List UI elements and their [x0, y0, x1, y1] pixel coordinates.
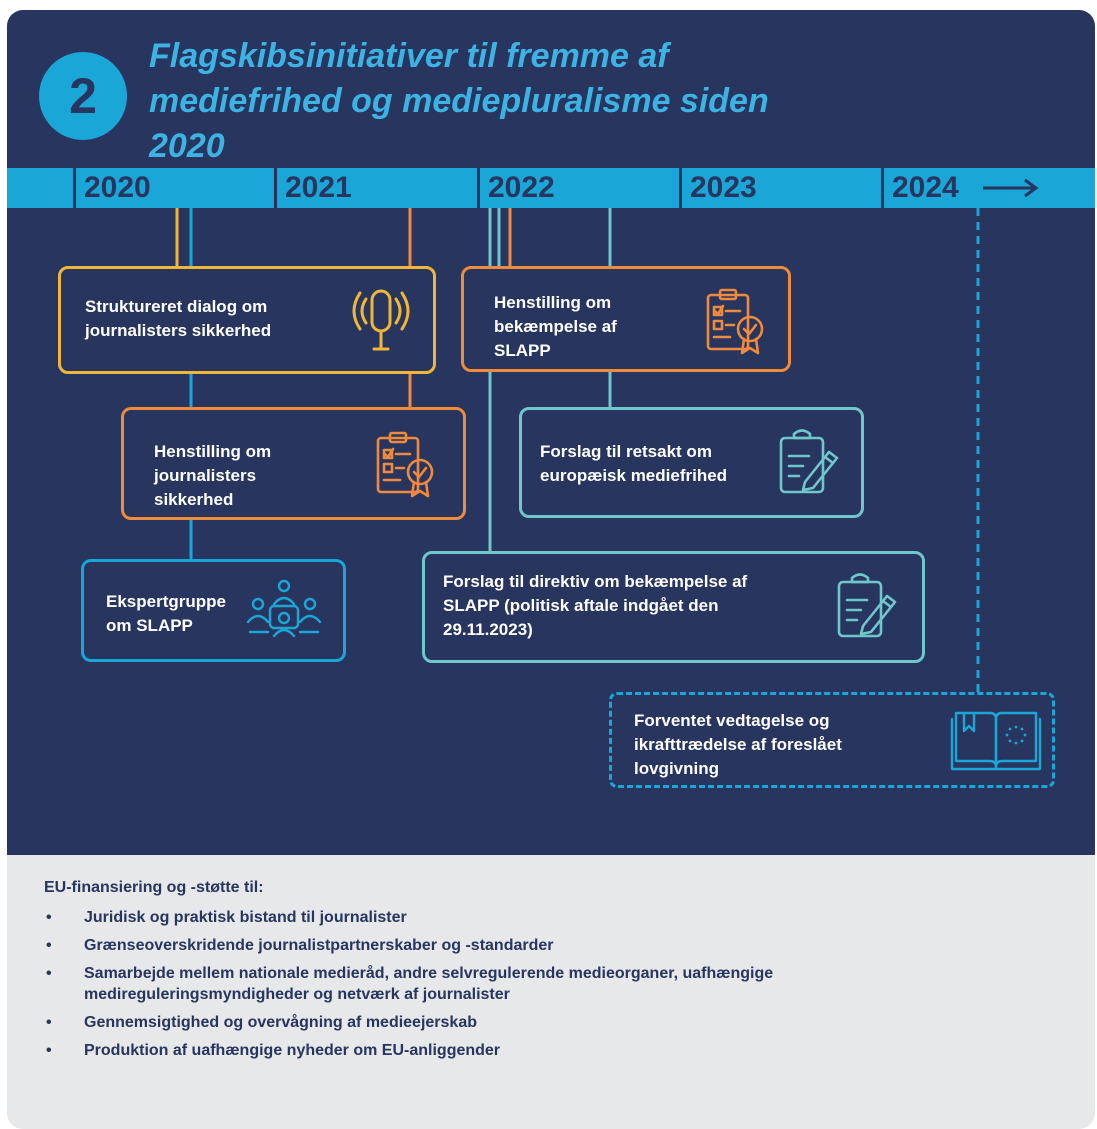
funding-panel: EU-finansiering og -støtte til: Juridisk… [7, 855, 1095, 1129]
funding-item: Gennemsigtighed og overvågning af mediee… [44, 1012, 994, 1033]
clipboard-pencil-icon [779, 429, 839, 494]
milestone-box-expected-adoption: Forventet vedtagelse og ikrafttrædelse a… [609, 692, 1055, 788]
funding-list: Juridisk og praktisk bistand til journal… [44, 907, 994, 1068]
year-label: 2021 [274, 168, 352, 208]
milestone-text: Henstilling om bekæmpelse af SLAPP [494, 293, 617, 360]
milestone-box-recommendation-slapp: Henstilling om bekæmpelse af SLAPP [461, 266, 791, 372]
milestone-text: Forslag til retsakt om europæisk mediefr… [540, 442, 728, 485]
milestone-box-expert-group: Ekspertgruppe om SLAPP [81, 559, 346, 662]
year-label: 2022 [477, 168, 555, 208]
milestone-text: Forventet vedtagelse og ikrafttrædelse a… [634, 711, 842, 778]
milestone-box-recommendation-safety: Henstilling om journalisters sikkerhed [121, 407, 466, 520]
clipboard-pencil-icon [837, 573, 897, 638]
milestone-text: Forslag til direktiv om bekæmpelse af SL… [443, 572, 748, 639]
eu-law-book-icon [950, 711, 1042, 771]
meeting-group-icon [246, 579, 322, 638]
timeline-bar: 2020 2021 2022 2023 2024 [7, 168, 1095, 208]
milestone-text: Ekspertgruppe om SLAPP [106, 592, 226, 635]
year-label: 2024 [881, 168, 959, 208]
milestone-text: Henstilling om journalisters sikkerhed [154, 442, 272, 509]
funding-item: Juridisk og praktisk bistand til journal… [44, 907, 994, 928]
clipboard-checklist-award-icon [376, 431, 434, 498]
milestone-text: Struktureret dialog om journalisters sik… [85, 297, 272, 340]
timeline-panel: 2 Flagskibsinitiativer til fremme af med… [7, 10, 1095, 855]
podcast-microphone-icon [352, 289, 410, 351]
funding-item: Produktion af uafhængige nyheder om EU-a… [44, 1040, 994, 1061]
funding-item: Samarbejde mellem nationale mediеråd, an… [44, 963, 994, 1005]
infographic-card: 2 Flagskibsinitiativer til fremme af med… [7, 10, 1095, 1129]
section-number-badge: 2 [39, 52, 127, 140]
year-label: 2020 [73, 168, 151, 208]
milestone-box-dialog: Struktureret dialog om journalisters sik… [58, 266, 436, 374]
funding-title: EU-finansiering og -støtte til: [44, 879, 264, 896]
clipboard-checklist-award-icon [706, 288, 764, 355]
year-label: 2023 [679, 168, 757, 208]
page-title: Flagskibsinitiativer til fremme af medie… [149, 37, 769, 165]
milestone-box-slapp-directive: Forslag til direktiv om bekæmpelse af SL… [422, 551, 925, 663]
milestone-box-media-freedom-act: Forslag til retsakt om europæisk mediefr… [519, 407, 864, 518]
long-right-arrow-icon [983, 178, 1039, 198]
funding-item: Grænseoverskridende journalistpartnerska… [44, 935, 994, 956]
